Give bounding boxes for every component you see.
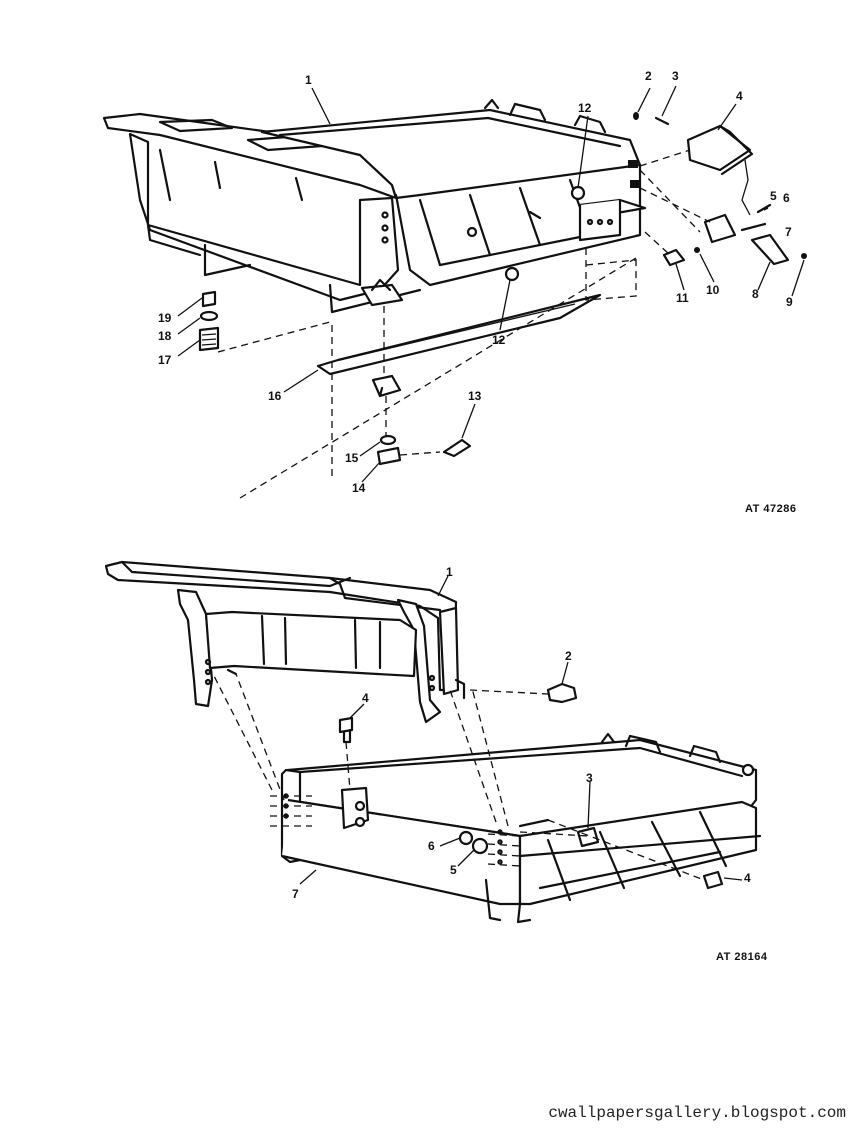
hardware-top-lower [198, 149, 711, 499]
bottom-callout-labels: 1 2 3 4 4 5 6 7 [292, 565, 751, 901]
callout-bottom-4b: 4 [744, 871, 751, 885]
callout-bottom-3: 3 [586, 771, 593, 785]
bottom-figure: 1 2 3 4 4 5 6 7 AT 28164 [104, 560, 768, 963]
top-figure: 1 2 3 4 5 6 7 8 9 10 11 12 12 13 14 15 1… [102, 69, 807, 515]
callout-top-12a: 12 [578, 101, 592, 115]
callout-top-6: 6 [783, 191, 790, 205]
dump-body-top [102, 98, 647, 314]
callout-top-1: 1 [305, 73, 312, 87]
figure-top-id: AT 47286 [745, 503, 797, 515]
dump-body-bottom [280, 732, 762, 924]
callout-top-2: 2 [645, 69, 652, 83]
cab-protector [104, 560, 466, 724]
callout-top-16: 16 [268, 389, 282, 403]
callout-top-17: 17 [158, 353, 172, 367]
hardware-top-right [628, 112, 807, 267]
top-leaders [177, 85, 805, 483]
callout-bottom-1: 1 [446, 565, 453, 579]
figure-bottom-id: AT 28164 [716, 951, 768, 963]
callout-top-8: 8 [752, 287, 759, 301]
callout-top-14: 14 [352, 481, 366, 495]
callout-top-9: 9 [786, 295, 793, 309]
callout-top-11: 11 [676, 291, 689, 305]
top-callout-labels: 1 2 3 4 5 6 7 8 9 10 11 12 12 13 14 15 1… [158, 69, 793, 495]
callout-top-3: 3 [672, 69, 679, 83]
callout-top-4: 4 [736, 89, 743, 103]
callout-bottom-7: 7 [292, 887, 299, 901]
callout-top-5: 5 [770, 189, 777, 203]
callout-bottom-5: 5 [450, 863, 457, 877]
callout-top-10: 10 [706, 283, 720, 297]
callout-top-7: 7 [785, 225, 792, 239]
callout-bottom-6: 6 [428, 839, 435, 853]
hardware-bottom [211, 671, 724, 890]
callout-top-12b: 12 [492, 333, 506, 347]
callout-bottom-2: 2 [565, 649, 572, 663]
callout-bottom-4a: 4 [362, 691, 369, 705]
bottom-leaders [299, 575, 743, 885]
callout-top-15: 15 [345, 451, 359, 465]
callout-top-13: 13 [468, 389, 482, 403]
callout-top-18: 18 [158, 329, 172, 343]
callout-top-19: 19 [158, 311, 172, 325]
watermark-text: cwallpapersgallery.blogspot.com [548, 1104, 846, 1122]
